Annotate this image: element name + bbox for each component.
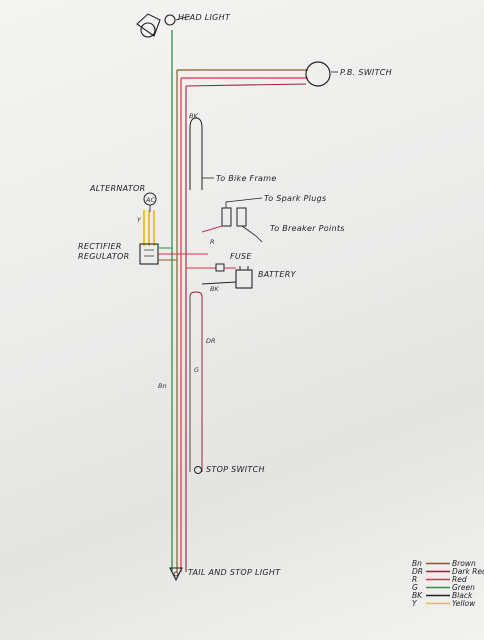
legend-name: Green xyxy=(452,583,475,592)
headlight-symbol xyxy=(136,13,191,38)
legend-row: G Green xyxy=(412,583,475,592)
legend-name: Black xyxy=(452,591,473,600)
alternator-code: AC xyxy=(145,196,155,204)
rectifier-label: RECTIFIER xyxy=(78,242,122,251)
legend-code: R xyxy=(412,575,417,584)
battery-label: BATTERY xyxy=(258,270,297,279)
main-harness xyxy=(171,30,187,572)
legend-code: Bn xyxy=(412,559,422,568)
wire-code-g: G xyxy=(194,366,199,374)
bike-frame-loop xyxy=(189,117,214,190)
fuse-label: FUSE xyxy=(230,252,252,261)
tail-stop-light-label: TAIL AND STOP LIGHT xyxy=(188,568,281,577)
wire-code-bk-battery: BK xyxy=(210,285,219,293)
wire-code-r: R xyxy=(210,238,215,246)
legend-code: DR xyxy=(412,567,423,576)
alternator-symbol xyxy=(143,192,157,246)
wire-code-y: Y xyxy=(137,216,142,224)
legend-name: Red xyxy=(452,575,467,584)
legend-code: G xyxy=(412,583,418,592)
legend-name: Dark Red xyxy=(452,567,484,576)
pb-switch-label: P.B. SWITCH xyxy=(340,68,392,77)
rectifier-regulator-symbol xyxy=(139,243,208,265)
headlight-label: HEAD LIGHT xyxy=(178,13,231,22)
wire-code-bn: Bn xyxy=(158,382,167,390)
wire-code-dr: DR xyxy=(206,337,216,345)
regulator-label: REGULATOR xyxy=(78,252,129,261)
stop-switch-loop xyxy=(189,291,203,474)
fuse-battery xyxy=(186,263,253,289)
pb-switch-wires xyxy=(177,69,308,87)
stop-switch-label: STOP SWITCH xyxy=(206,465,265,474)
to-bike-frame-label: To Bike Frame xyxy=(216,174,277,183)
legend-row: Bn Brown xyxy=(412,559,476,568)
wire-code-bk-top: BK xyxy=(189,112,198,120)
legend-row: DR Dark Red xyxy=(412,567,484,576)
to-spark-plugs-label: To Spark Plugs xyxy=(264,194,326,203)
legend-code: BK xyxy=(412,591,423,600)
legend-row: R Red xyxy=(412,575,467,584)
legend-row: BK Black xyxy=(412,591,473,600)
legend-name: Brown xyxy=(452,559,476,568)
legend-row: Y Yellow xyxy=(412,599,476,608)
tail-light-symbol xyxy=(169,567,183,582)
ignition-coils xyxy=(201,197,263,243)
to-breaker-points-label: To Breaker Points xyxy=(270,224,345,233)
legend-name: Yellow xyxy=(452,599,476,608)
alternator-label: ALTERNATOR xyxy=(89,184,146,193)
legend-code: Y xyxy=(412,599,418,608)
pb-switch-symbol xyxy=(305,61,338,87)
